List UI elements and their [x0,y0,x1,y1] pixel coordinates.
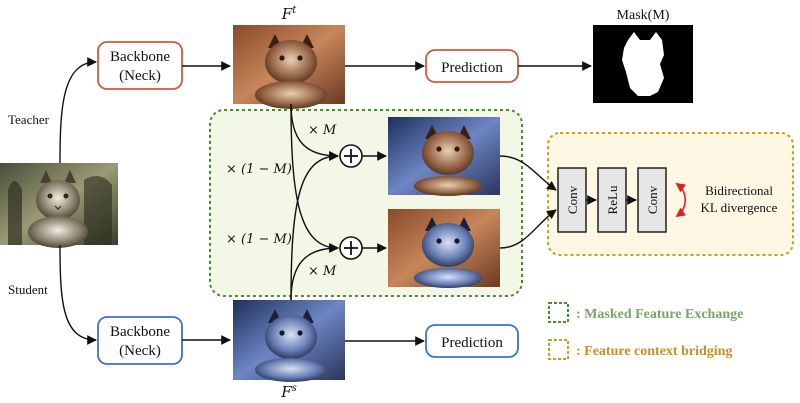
teacher-prediction-block: Prediction [425,49,519,83]
times-m-bottom-label: × M [308,264,337,279]
teacher-prediction-label: Prediction [441,60,503,76]
student-prediction-block: Prediction [425,324,519,358]
bridge-conv1-block: Conv [557,167,587,233]
top-sum-node [339,144,363,168]
teacher-branch-label: Teacher [8,112,50,127]
teacher-feature-label: Ft [281,5,297,23]
legend-masked-feature-exchange: : Masked Feature Exchange [548,302,743,323]
plus-circle-icon [344,149,358,163]
input-cat-image [0,163,118,248]
legend-green-label: : Masked Feature Exchange [576,307,743,322]
teacher-branch-connector [59,57,97,164]
bridge-relu-label: ReLu [605,185,620,214]
legend-feature-context-bridging: : Feature context bridging [548,339,732,360]
mixed-feature-map-top [388,117,500,196]
mask-image [593,25,693,103]
cat-feature-map-mixed-cool-icon [414,217,482,288]
cat-feature-map-mixed-warm-icon [414,125,482,196]
cat-silhouette-mask-icon [622,32,664,96]
cat-photo-icon [28,170,88,248]
legend-yellow-label: : Feature context bridging [576,344,732,359]
bottom-sum-node [339,236,363,260]
mixed-bottom-to-bridge-arrow [499,209,557,249]
student-feature-map [233,300,345,382]
cat-feature-map-cool-icon [255,309,327,382]
plus-circle-icon [344,241,358,255]
times-one-minus-m-top-label: × (1 − M) [226,162,292,177]
times-m-top-label: × M [308,123,337,138]
teacher-backbone-line2: (Neck) [119,68,161,84]
mask-label: Mask(M) [617,8,670,23]
student-prediction-label: Prediction [441,335,503,351]
bridge-conv1-label: Conv [565,185,580,214]
student-backbone-line2: (Neck) [119,343,161,359]
bridge-relu-block: ReLu [597,167,627,233]
kl-label-line2: KL divergence [701,200,778,215]
teacher-backbone-line1: Backbone [110,49,170,65]
legend-green-swatch [548,302,569,323]
student-backbone-line1: Backbone [110,324,170,340]
mixed-feature-map-bottom [388,209,500,288]
student-branch-label: Student [8,282,48,297]
cat-feature-map-warm-icon [255,34,327,109]
student-backbone-block: Backbone (Neck) [97,316,183,365]
times-one-minus-m-bottom-label: × (1 − M) [226,232,292,247]
kl-label-line1: Bidirectional [705,183,773,198]
teacher-feature-map [233,25,345,109]
teacher-backbone-block: Backbone (Neck) [97,41,183,90]
student-branch-connector [59,244,97,345]
bridge-conv2-block: Conv [637,167,667,233]
teacher-to-bottom-sum-connector [290,103,339,253]
student-to-top-sum-connector [290,151,339,301]
bidirectional-kl-arrow-icon [675,182,687,218]
bridge-conv2-label: Conv [645,185,660,214]
mixed-top-to-bridge-arrow [499,155,557,191]
student-to-bottom-sum-connector [290,243,339,301]
student-feature-label: Fs [280,383,297,401]
legend-yellow-swatch [548,339,569,360]
